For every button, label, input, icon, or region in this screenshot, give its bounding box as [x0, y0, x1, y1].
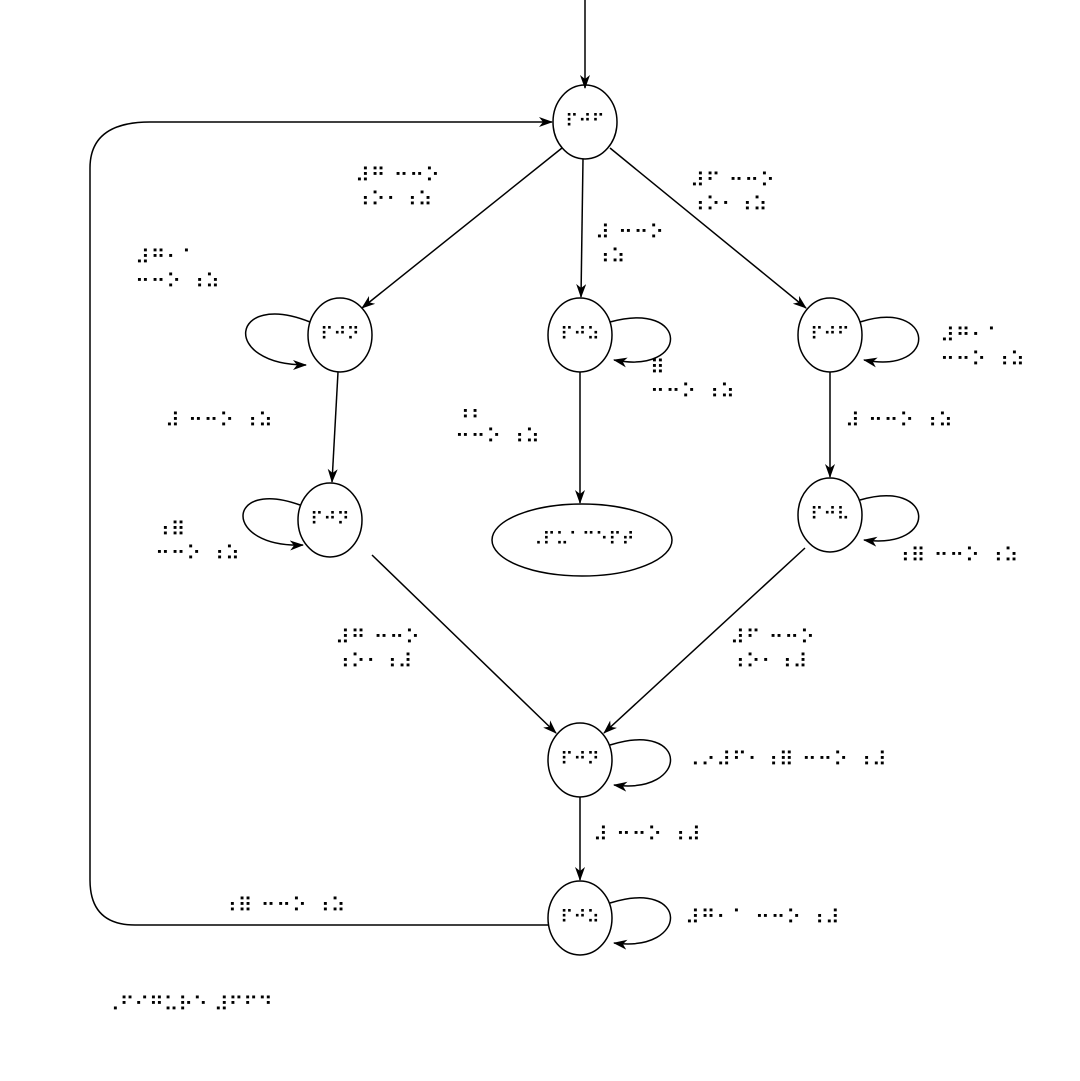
- edge-n1-n4: [327, 371, 339, 483]
- edge-label-n2-loop: ⠿⠒⠒⠕ ⠰⠵: [650, 355, 736, 403]
- edge-label-n7-loop: ⠠⠔⠼⠋⠂⠰⠿ ⠒⠒⠕ ⠰⠼: [685, 747, 888, 771]
- loop-n8: [609, 897, 672, 950]
- state-node-n0: [552, 84, 618, 160]
- loop-n7: [609, 739, 672, 792]
- edge-n8-n0: [89, 117, 553, 926]
- node-label-n4: ⠏⠚⠝: [310, 509, 350, 530]
- edge-label-n4-loop: ⠰⠿⠒⠒⠕ ⠰⠵: [155, 517, 241, 565]
- state-node-n4: [297, 482, 363, 558]
- edge-label-n0-n3: ⠼⠋ ⠒⠒⠕⠰⠕⠂⠰⠵: [690, 168, 776, 216]
- loop-n6: [859, 495, 920, 547]
- loop-n1: [245, 313, 311, 370]
- loop-n2: [609, 317, 672, 368]
- node-label-n5: ⠠⠏⠥⠁⠉⠑⠏⠞: [529, 529, 635, 550]
- edge-label-n6-loop: ⠰⠿ ⠒⠒⠕ ⠰⠵: [895, 543, 1020, 567]
- node-label-n0: ⠏⠚⠋: [565, 111, 605, 132]
- edge-n0-n1: [361, 147, 563, 309]
- node-label-n3: ⠏⠚⠋: [810, 324, 850, 345]
- edge-label-n8-loop: ⠼⠛⠂⠁ ⠒⠒⠕ ⠰⠼: [685, 905, 841, 929]
- edge-n0-n2: [576, 158, 587, 298]
- edge-label-n0-n1: ⠼⠛ ⠒⠒⠕⠰⠕⠂⠰⠵: [355, 163, 441, 211]
- node-label-n2: ⠏⠚⠵: [560, 324, 600, 345]
- edge-label-n4-n7: ⠼⠛ ⠒⠒⠕⠰⠕⠂⠰⠼: [335, 625, 421, 673]
- edge-label-n3-loop: ⠼⠛⠂⠁⠒⠒⠕ ⠰⠵: [940, 323, 1026, 371]
- edge-label-n6-n7: ⠼⠋ ⠒⠒⠕⠰⠕⠂⠰⠼: [730, 625, 816, 673]
- state-node-n5-accept: [491, 503, 673, 577]
- edge-label-n3-n6: ⠼ ⠒⠒⠕ ⠰⠵: [845, 408, 954, 432]
- node-label-n6: ⠏⠚⠧: [810, 504, 850, 525]
- edge-n0-n3: [609, 147, 807, 309]
- edge-label-n2-n5: ⠰⠆⠒⠒⠕ ⠰⠵: [455, 400, 541, 448]
- edge-label-n1-loop: ⠼⠛⠂⠁⠒⠒⠕ ⠰⠵: [135, 245, 221, 293]
- loop-n4: [242, 498, 304, 551]
- edge-label-n8-n0: ⠰⠿ ⠒⠒⠕ ⠰⠵: [222, 893, 347, 917]
- state-node-n8: [547, 880, 613, 956]
- node-label-n8: ⠏⠚⠵: [560, 907, 600, 928]
- state-node-n6: [797, 477, 863, 553]
- node-label-n1: ⠏⠚⠝: [320, 324, 360, 345]
- edge-n6-n7: [603, 547, 806, 734]
- node-label-n7: ⠏⠚⠝: [560, 749, 600, 770]
- edge-label-n1-n4: ⠼ ⠒⠒⠕ ⠰⠵: [165, 408, 274, 432]
- edge-label-n7-n8: ⠼ ⠒⠒⠕ ⠰⠼: [593, 822, 702, 846]
- state-node-n1: [307, 297, 373, 373]
- edge-n4-n7: [371, 554, 557, 734]
- figure-caption: ⠠⠋⠊⠛⠥⠗⠑ ⠼⠋⠋⠙: [105, 992, 273, 1016]
- edge-label-n0-n2: ⠼ ⠒⠒⠕⠰⠵: [595, 220, 665, 268]
- loop-n3: [859, 316, 920, 368]
